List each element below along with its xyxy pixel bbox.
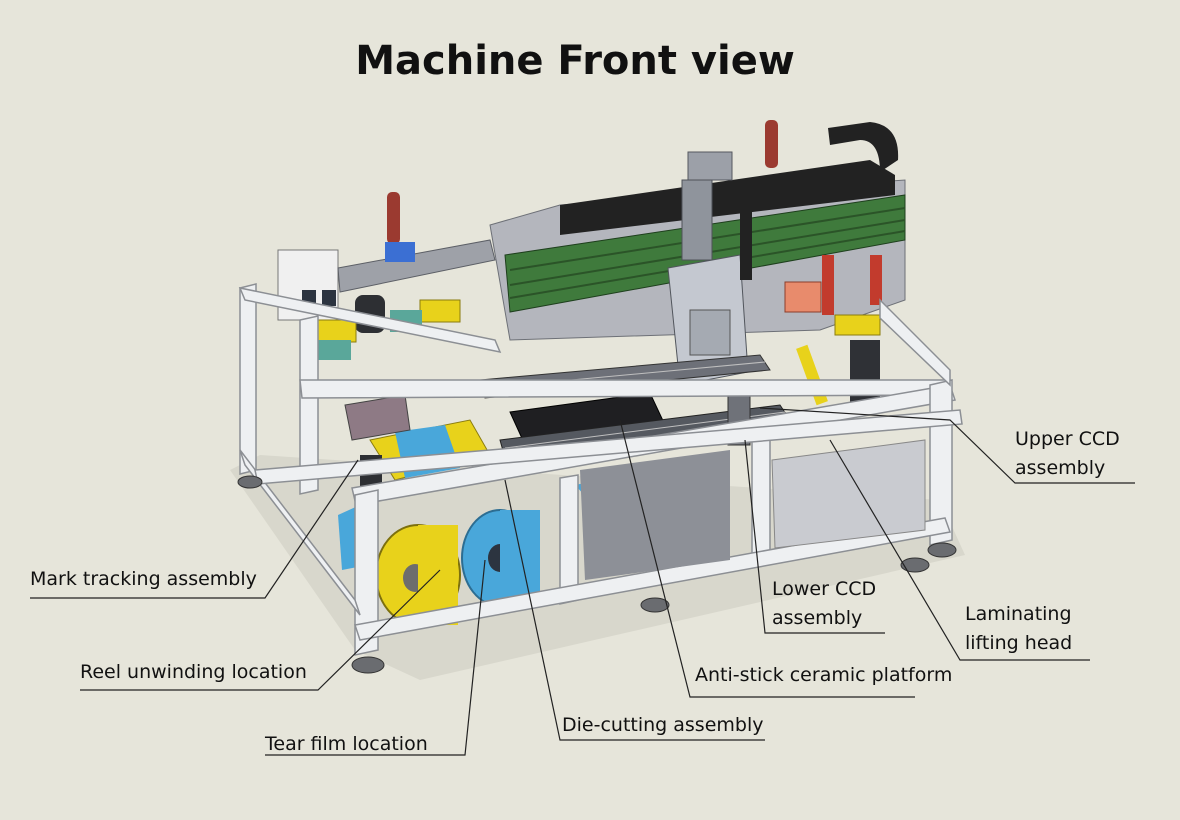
control-switch-2	[322, 290, 336, 306]
label-tear-film: Tear film location	[265, 733, 428, 755]
leader-lower-ccd	[744, 439, 885, 634]
upper-ccd-camera-housing	[687, 151, 733, 181]
frame	[238, 283, 963, 656]
label-laminating-lifting-head: Laminating lifting head	[965, 603, 1073, 654]
tear-film-reel-body	[500, 510, 540, 606]
label-upper-ccd: Upper CCD assembly	[1015, 428, 1120, 479]
label-mark-tracking: Mark tracking assembly	[30, 568, 257, 590]
leader-anti-stick	[619, 419, 915, 698]
lower-interior-panel	[771, 439, 926, 549]
leader-upper-ccd	[759, 407, 1135, 484]
page-title: Machine Front view	[355, 38, 795, 84]
lower-cabinet-dark	[580, 450, 730, 580]
handle-back-left	[387, 192, 400, 244]
right-yellow-block	[834, 314, 881, 336]
upper-ccd-column	[681, 179, 713, 261]
machine-feet	[237, 475, 957, 674]
head-cable	[740, 190, 752, 280]
red-orange-module	[784, 255, 882, 315]
upper-left-rail	[337, 239, 496, 293]
leader-tear-film	[265, 559, 486, 756]
label-reel-unwinding: Reel unwinding location	[80, 661, 307, 683]
leader-mark-tracking	[30, 459, 359, 599]
label-lower-ccd: Lower CCD assembly	[772, 578, 877, 629]
leader-lines	[30, 407, 1135, 756]
handle-back-right	[765, 120, 778, 168]
leader-reel-unwinding	[80, 569, 441, 691]
label-anti-stick-platform: Anti-stick ceramic platform	[695, 664, 953, 686]
cable-chain-top	[560, 160, 895, 235]
laminating-head-panel	[689, 309, 731, 356]
label-die-cutting: Die-cutting assembly	[562, 714, 764, 736]
leader-die-cutting	[504, 479, 765, 741]
blue-clamp	[385, 242, 415, 262]
leader-laminating	[829, 439, 1090, 661]
cable-chain-loop	[828, 122, 899, 172]
